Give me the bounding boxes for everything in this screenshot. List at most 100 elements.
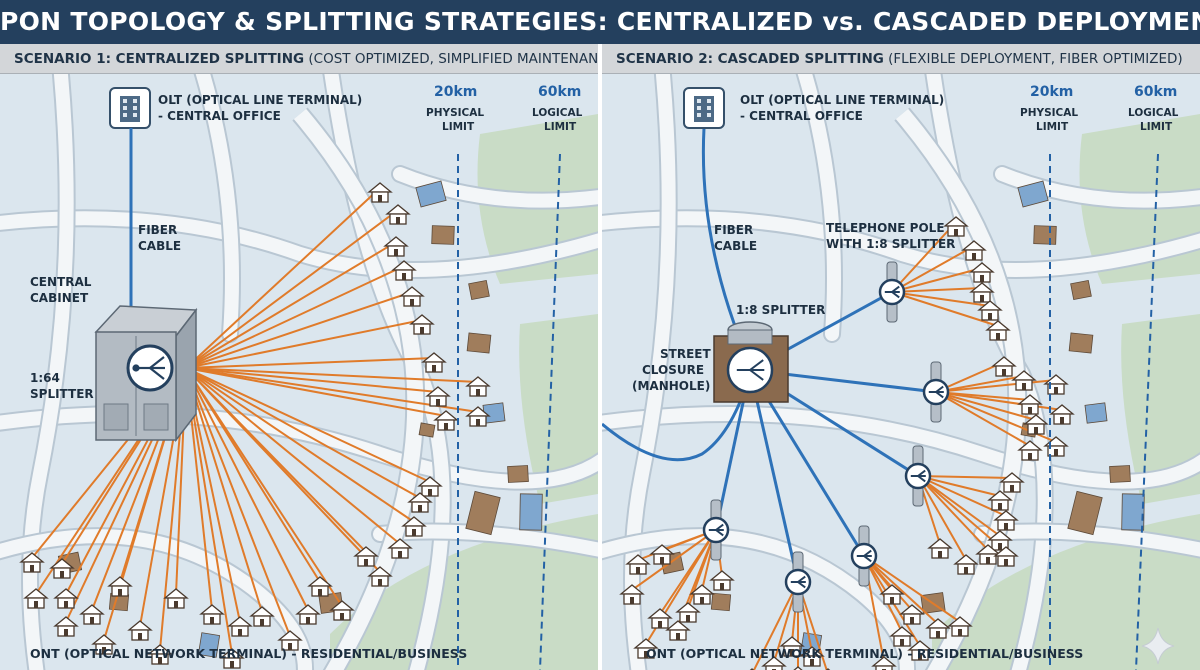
house-icon <box>689 584 715 605</box>
house-icon <box>367 182 393 203</box>
drop-fiber <box>185 367 381 573</box>
house-door <box>394 249 398 256</box>
house-icon <box>353 546 379 567</box>
house-roof <box>385 204 411 215</box>
house-door <box>444 423 448 430</box>
house-icon <box>249 606 275 627</box>
logical-limit-label: LOGICAL <box>1128 107 1179 119</box>
splitter-branch <box>749 369 764 381</box>
olt-building-icon <box>683 87 725 129</box>
house-icon <box>23 588 49 609</box>
splitter-branch <box>797 581 806 589</box>
drop-fiber <box>863 555 961 623</box>
house-icon <box>999 472 1025 493</box>
house-door <box>1002 369 1006 376</box>
ont-houses <box>619 216 1075 670</box>
road <box>0 211 598 277</box>
telephone-pole <box>702 499 730 561</box>
splitter-label: 1:8 SPLITTER <box>736 303 825 317</box>
house-door <box>396 217 400 224</box>
background-building <box>466 332 492 354</box>
drop-fiber <box>935 375 1025 393</box>
house-icon <box>1043 374 1069 395</box>
house-icon <box>947 616 973 637</box>
drop-fiber <box>917 475 1013 479</box>
house-icon <box>779 636 805 657</box>
house-roof <box>79 604 105 615</box>
drop-fiber <box>185 241 397 369</box>
splitter-icon <box>878 278 906 306</box>
house-door <box>90 617 94 624</box>
house-body <box>875 665 893 670</box>
house-icon <box>19 552 45 573</box>
house-door <box>102 647 106 654</box>
map-background <box>0 74 598 670</box>
splitter-icon <box>132 356 165 380</box>
background-building <box>1033 225 1057 245</box>
logical-limit-label: LOGICAL <box>532 107 583 119</box>
house-door <box>138 633 142 640</box>
splitter-branch <box>863 555 872 563</box>
house-icon <box>961 240 987 261</box>
logical-limit-label-2: LIMIT <box>544 121 577 133</box>
background-building <box>418 422 436 438</box>
house-door <box>630 597 634 604</box>
house-roof <box>53 588 79 599</box>
splitter-ratio-label: 1:64 <box>30 371 60 385</box>
drop-fiber <box>917 475 1001 497</box>
park-area <box>932 514 1200 670</box>
house-door <box>30 565 34 572</box>
drop-fiber <box>631 529 717 591</box>
logical-limit-label-2: LIMIT <box>1140 121 1173 133</box>
house-icon <box>399 286 425 307</box>
park-area <box>330 514 598 670</box>
house-door <box>1054 449 1058 456</box>
olt-label-2: - CENTRAL OFFICE <box>740 109 863 123</box>
background-building <box>1067 490 1103 536</box>
house-icon <box>49 558 75 579</box>
road <box>393 167 598 208</box>
drop-fiber <box>935 391 1063 411</box>
house-icon <box>925 618 951 639</box>
house-icon <box>53 588 79 609</box>
drop-fiber <box>185 367 447 417</box>
telephone-pole <box>784 551 812 613</box>
house-roof <box>227 616 253 627</box>
house-door <box>118 589 122 596</box>
splitter-nodes <box>702 261 950 613</box>
house-icon <box>879 584 905 605</box>
house-icon <box>163 588 189 609</box>
house-door <box>158 657 162 664</box>
drop-fiber <box>891 287 983 293</box>
house-door <box>402 273 406 280</box>
house-door <box>412 529 416 536</box>
house-door <box>238 629 242 636</box>
scenario-1-panel: SCENARIO 1: CENTRALIZED SPLITTING (COST … <box>0 44 598 670</box>
olt-label: OLT (OPTICAL LINE TERMINAL) <box>740 93 944 107</box>
house-icon <box>985 320 1011 341</box>
road <box>995 167 1200 208</box>
house-icon <box>977 300 1003 321</box>
house-door <box>230 661 234 668</box>
scenario-1-title: SCENARIO 1: CENTRALIZED SPLITTING <box>14 51 305 67</box>
house-door <box>988 313 992 320</box>
house-door <box>998 503 1002 510</box>
house-icon <box>1011 370 1037 391</box>
house-door <box>476 419 480 426</box>
road <box>0 529 312 670</box>
house-icon <box>421 352 447 373</box>
drop-fiber <box>917 475 967 561</box>
ont-label: ONT (OPTICAL NETWORK TERMINAL) - RESIDEN… <box>646 646 1083 661</box>
house-icon <box>969 262 995 283</box>
house-roof <box>779 636 805 647</box>
house-roof <box>953 554 979 565</box>
splitter-branch <box>917 475 926 483</box>
house-icon <box>277 630 303 651</box>
splitter-icon <box>904 462 932 490</box>
drop-fiber <box>185 367 291 637</box>
scenario-2-map: 20km PHYSICAL LIMIT 60km LOGICAL LIMIT O… <box>602 74 1200 670</box>
house-roof <box>367 182 393 193</box>
background-building <box>1068 332 1094 354</box>
panel-divider <box>598 44 602 670</box>
